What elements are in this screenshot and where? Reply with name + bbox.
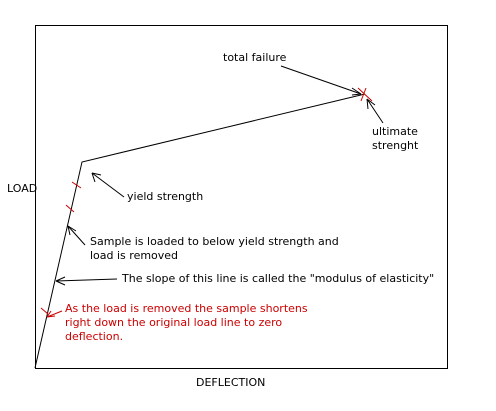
ultimate-strength-label-line1: ultimate — [372, 125, 418, 138]
ultimate-arrow — [366, 98, 384, 124]
unloading-arrow — [46, 310, 63, 318]
loaded-below-yield-arrow — [67, 225, 86, 246]
loaded-below-yield-label-line2: load is removed — [90, 249, 179, 262]
plot-frame — [35, 25, 448, 369]
total-failure-arrow — [280, 65, 362, 95]
annotation-arrows — [55, 65, 384, 286]
failure-marker — [357, 87, 373, 102]
unloading-note-line1: As the load is removed the sample shorte… — [65, 302, 308, 315]
marker-upper — [65, 204, 75, 213]
load-deflection-curve — [34, 93, 366, 369]
modulus-label: The slope of this line is called the "mo… — [122, 272, 435, 285]
unloading-note-line2: right down the original load line to zer… — [65, 316, 283, 329]
loaded-below-yield-label-line1: Sample is loaded to below yield strength… — [90, 235, 339, 248]
yield-strength-label: yield strength — [127, 190, 204, 203]
unloading-note-line3: deflection. — [65, 330, 124, 343]
modulus-arrow — [55, 278, 118, 282]
yield-strength-arrow — [91, 172, 125, 198]
y-axis-label: LOAD — [7, 182, 38, 195]
marker-lower — [40, 307, 49, 315]
curve-markers — [40, 87, 373, 315]
x-axis-label: DEFLECTION — [196, 376, 266, 389]
ultimate-strength-label-line2: strenght — [372, 139, 419, 152]
total-failure-label: total failure — [223, 51, 287, 64]
yield-marker — [71, 181, 82, 189]
